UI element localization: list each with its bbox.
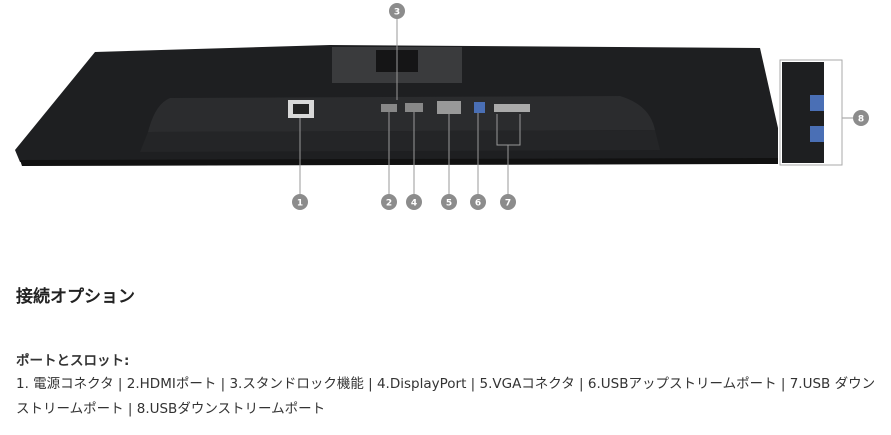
displayport-port [405,103,423,112]
usb-upstream-port [474,102,485,113]
callout-4: 4 [406,194,422,210]
ports-description: 1. 電源コネクタ | 2.HDMIポート | 3.スタンドロック機能 | 4.… [16,376,876,417]
callout-6: 6 [470,194,486,210]
vga-port [437,101,461,114]
side-usb-inset [779,59,843,166]
callout-3: 3 [389,3,405,19]
monitor-rear-ports-image: 1 2 3 4 5 6 7 8 [15,3,869,210]
hdmi-port [381,104,397,112]
svg-text:7: 7 [505,199,511,209]
svg-text:8: 8 [858,115,864,125]
callout-8: 8 [853,110,869,126]
svg-text:5: 5 [446,199,452,209]
svg-text:3: 3 [394,8,400,18]
svg-text:6: 6 [475,199,481,209]
callout-2: 2 [381,194,397,210]
section-heading: 接続オプション [16,287,135,307]
svg-text:1: 1 [297,199,303,209]
svg-text:4: 4 [411,199,417,209]
monitor-port-panel [148,96,655,132]
usb-downstream-ports [494,104,530,112]
callout-7: 7 [500,194,516,210]
callout-1: 1 [292,194,308,210]
callout-5: 5 [441,194,457,210]
ports-subheading: ポートとスロット: [16,353,130,369]
svg-text:2: 2 [386,199,392,209]
